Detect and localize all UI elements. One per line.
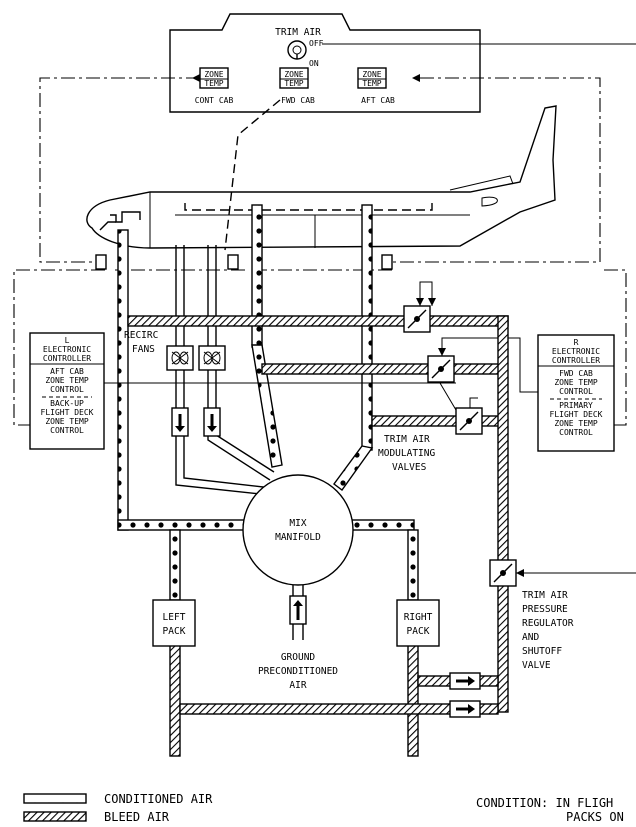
svg-text:MIX: MIX (289, 518, 306, 529)
trim-air-panel: TRIM AIR OFF ON ZONE TEMP CONT CAB ZONE … (169, 13, 481, 113)
svg-text:BACK-UP: BACK-UP (50, 399, 84, 408)
control-signal-lines (13, 43, 636, 426)
left-electronic-controller: L ELECTRONIC CONTROLLER AFT CAB ZONE TEM… (29, 332, 105, 450)
svg-text:FLIGHT DECK: FLIGHT DECK (550, 410, 603, 419)
svg-text:MANIFOLD: MANIFOLD (275, 532, 321, 543)
bleed-check-valve-upper (449, 672, 481, 690)
zone-temp-aft-cab[interactable]: ZONE TEMP (357, 67, 387, 89)
switch-on-label: ON (309, 59, 319, 68)
svg-text:TEMP: TEMP (204, 79, 223, 88)
svg-text:ZONE TEMP: ZONE TEMP (554, 419, 598, 428)
trim-air-valve-3[interactable] (455, 407, 483, 435)
svg-text:ELECTRONIC: ELECTRONIC (43, 345, 91, 354)
svg-text:VALVES: VALVES (392, 462, 427, 473)
check-valve-down-left (171, 407, 189, 437)
svg-text:ZONE: ZONE (204, 70, 223, 79)
svg-text:TEMP: TEMP (284, 79, 303, 88)
aft-cab-temp-sensor (381, 254, 393, 270)
right-pack: RIGHT PACK (396, 599, 440, 647)
legend-conditioned-label: CONDITIONED AIR (104, 792, 213, 806)
svg-text:R: R (574, 338, 579, 347)
svg-text:L: L (65, 336, 70, 345)
svg-text:SHUTOFF: SHUTOFF (522, 646, 562, 657)
airplane-outline (86, 105, 557, 249)
svg-text:ZONE TEMP: ZONE TEMP (45, 417, 89, 426)
recirc-fans-label: RECIRC FANS (124, 330, 158, 355)
legend-conditioned-swatch (23, 793, 87, 804)
check-valve-up (289, 595, 307, 625)
recirc-fan-left (166, 345, 194, 371)
trim-air-panel-title: TRIM AIR (275, 27, 321, 38)
svg-text:ELECTRONIC: ELECTRONIC (552, 347, 600, 356)
svg-text:PRESSURE: PRESSURE (522, 604, 568, 615)
recirc-fan-right (198, 345, 226, 371)
svg-text:TRIM AIR: TRIM AIR (384, 434, 430, 445)
flight-deck-temp-sensor (95, 254, 107, 270)
trim-air-valve-1[interactable] (403, 305, 431, 333)
svg-text:FANS: FANS (132, 344, 155, 355)
svg-text:CONTROL: CONTROL (559, 428, 593, 437)
svg-text:PACK: PACK (163, 626, 186, 637)
legend-bleed-label: BLEED AIR (104, 810, 170, 824)
mix-manifold: MIX MANIFOLD (242, 474, 354, 586)
svg-text:CONTROLLER: CONTROLLER (552, 356, 600, 365)
svg-text:CONTROL: CONTROL (559, 387, 593, 396)
legend-bleed-swatch (23, 811, 87, 822)
svg-text:VALVE: VALVE (522, 660, 551, 671)
svg-text:MODULATING: MODULATING (378, 448, 435, 459)
svg-text:ZONE: ZONE (284, 70, 303, 79)
ground-air-label-1: GROUND (281, 652, 316, 663)
bleed-check-valve-lower (449, 700, 481, 718)
svg-text:CONTROLLER: CONTROLLER (43, 354, 91, 363)
legend: CONDITIONED AIR BLEED AIR (23, 792, 213, 824)
svg-text:ZONE TEMP: ZONE TEMP (554, 378, 598, 387)
zone-label-fwd-cab: FWD CAB (281, 96, 315, 105)
ground-air-label-3: AIR (289, 680, 306, 691)
zone-temp-fwd-cab[interactable]: ZONE TEMP (279, 67, 309, 89)
svg-text:AFT CAB: AFT CAB (50, 367, 84, 376)
trim-air-pressure-regulator-label: TRIM AIR PRESSURE REGULATOR AND SHUTOFF … (522, 590, 574, 671)
trim-air-pressure-regulator-valve[interactable] (489, 559, 517, 587)
svg-text:ZONE: ZONE (362, 70, 381, 79)
zone-label-cont-cab: CONT CAB (195, 96, 234, 105)
condition-note: CONDITION: IN FLIGH PACKS ON (476, 796, 624, 824)
svg-text:ZONE TEMP: ZONE TEMP (45, 376, 89, 385)
fwd-cab-temp-sensor (227, 254, 239, 270)
right-electronic-controller: R ELECTRONIC CONTROLLER FWD CAB ZONE TEM… (537, 334, 615, 452)
ground-air-label-2: PRECONDITIONED (258, 666, 338, 677)
svg-text:RIGHT: RIGHT (404, 612, 433, 623)
svg-text:PRIMARY: PRIMARY (559, 401, 593, 410)
zone-temp-cont-cab[interactable]: ZONE TEMP (199, 67, 229, 89)
left-pack: LEFT PACK (152, 599, 196, 647)
svg-text:TEMP: TEMP (362, 79, 381, 88)
svg-text:LEFT: LEFT (163, 612, 186, 623)
svg-text:FLIGHT DECK: FLIGHT DECK (41, 408, 94, 417)
svg-text:AND: AND (522, 632, 539, 643)
svg-text:CONTROL: CONTROL (50, 426, 84, 435)
check-valve-down-right (203, 407, 221, 437)
svg-text:PACKS ON: PACKS ON (566, 810, 624, 824)
svg-text:PACK: PACK (407, 626, 430, 637)
svg-text:RECIRC: RECIRC (124, 330, 158, 341)
svg-text:FWD CAB: FWD CAB (559, 369, 593, 378)
svg-text:CONDITION: IN FLIGH: CONDITION: IN FLIGH (476, 796, 613, 810)
svg-text:TRIM AIR: TRIM AIR (522, 590, 568, 601)
trim-air-modulating-valves-label: TRIM AIR MODULATING VALVES (378, 434, 435, 473)
trim-air-switch[interactable] (287, 40, 307, 60)
trim-air-valve-2[interactable] (427, 355, 455, 383)
zone-label-aft-cab: AFT CAB (361, 96, 395, 105)
switch-off-label: OFF (309, 39, 324, 48)
svg-text:REGULATOR: REGULATOR (522, 618, 574, 629)
svg-text:CONTROL: CONTROL (50, 385, 84, 394)
